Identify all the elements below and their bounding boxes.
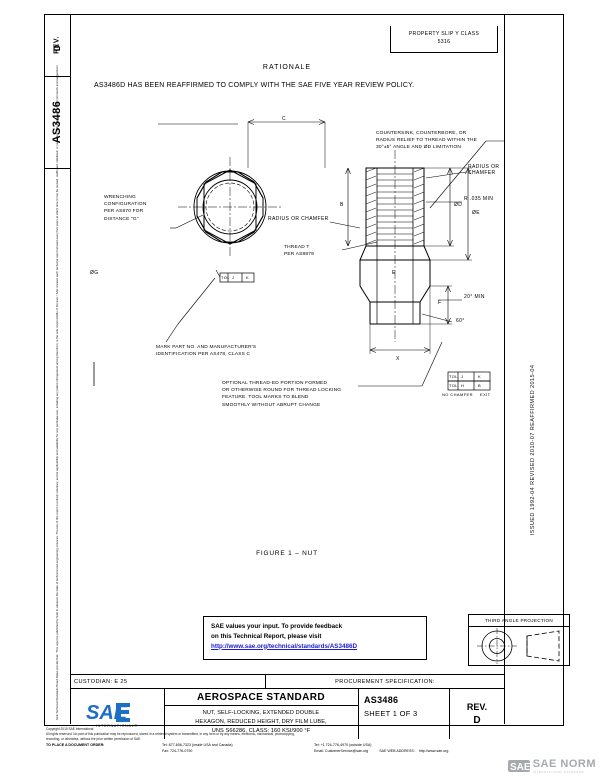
dim-dia-e: ØE bbox=[472, 210, 481, 216]
custodian-cell: CUSTODIAN: E 25 bbox=[70, 675, 266, 688]
watermark: SAE SAE NORM INTERNATIONAL STANDARD bbox=[507, 758, 596, 774]
rev-value: D bbox=[52, 44, 62, 52]
note-countersink: COUNTERSINK, COUNTERBORE, OR RADIUS RELI… bbox=[376, 131, 478, 151]
title-block-row-2: SAE INTERNATIONAL® AEROSPACE STANDARD NU… bbox=[70, 689, 504, 739]
tol-bot-h: H bbox=[461, 382, 465, 388]
sheet-number: SHEET 1 OF 3 bbox=[364, 709, 418, 718]
web-address: http://www.sae.org bbox=[418, 749, 449, 754]
title-line-2: HEXAGON, REDUCED HEIGHT, DRY FILM LUBE, bbox=[195, 718, 327, 725]
rev-value-box: D bbox=[44, 36, 70, 60]
title-cell: AEROSPACE STANDARD NUT, SELF-LOCKING, EX… bbox=[164, 689, 359, 739]
note-r-min: R .035 MIN bbox=[464, 196, 494, 202]
tol-top-label: TOL bbox=[449, 373, 458, 379]
revision-history-text: ISSUED 1992-04 REVISED 2010-07 REAFFIRME… bbox=[530, 364, 536, 536]
document-number: AS3486 bbox=[364, 695, 399, 705]
tol-top-j: J bbox=[461, 373, 464, 379]
order-info: TO PLACE A DOCUMENT ORDER: Tel: 877-606-… bbox=[46, 743, 516, 757]
third-angle-projection-symbol bbox=[477, 628, 560, 664]
rights-line-2: recording, or otherwise, without the pri… bbox=[46, 736, 142, 741]
angle-20-min: 20° MIN bbox=[464, 294, 485, 300]
sae-logo-icon: SAE bbox=[86, 702, 130, 723]
note-radius-chamfer-1: RADIUS OR CHAMFER bbox=[468, 164, 500, 176]
right-rail-divider bbox=[504, 14, 505, 724]
tol-top-k: K bbox=[478, 373, 482, 379]
document-title: NUT, SELF-LOCKING, EXTENDED DOUBLE HEXAG… bbox=[164, 706, 358, 736]
dim-dia-g: ØG bbox=[90, 270, 99, 276]
legal-notice-box: SAE Technical Standards Board Rules prov… bbox=[44, 64, 70, 724]
tol-note-exit: EXIT bbox=[480, 392, 491, 397]
sae-logo-subtitle: INTERNATIONAL® bbox=[96, 723, 138, 728]
angle-60: 60° bbox=[456, 318, 465, 324]
revision-cell: REV. D bbox=[450, 689, 504, 739]
email-text: Email: CustomerService@sae.org bbox=[314, 749, 369, 754]
title-line-3: UNS S66286, CLASS: 160 KSI/900 °F bbox=[211, 727, 311, 734]
revision-label: REV. bbox=[466, 702, 488, 712]
feedback-box: SAE values your input. To provide feedba… bbox=[203, 616, 427, 660]
property-class-box: PROPERTY SLIP Y CLASS 5316 bbox=[390, 26, 498, 53]
dim-c: C bbox=[282, 116, 287, 122]
note-radius-chamfer-2: RADIUS OR CHAMFER bbox=[268, 216, 329, 222]
rights-line-1: All rights reserved. No part of this pub… bbox=[46, 731, 295, 736]
procurement-label: PROCUREMENT SPECIFICATION: bbox=[335, 678, 435, 685]
feedback-url-link[interactable]: http://www.sae.org/technical/standards/A… bbox=[211, 642, 358, 650]
note-locking: OPTIONAL THREAD-ED PORTION FORMED OR OTH… bbox=[222, 381, 342, 408]
order-phone-block: Tel: 877-606-7323 (inside USA and Canada… bbox=[162, 743, 233, 755]
tol-left-label: TOL bbox=[221, 274, 230, 280]
figure-1-nut: WRENCHING CONFIGURATION PER AS870 FOR DI… bbox=[70, 110, 504, 557]
standard-type: AEROSPACE STANDARD bbox=[164, 689, 358, 706]
custodian-label: CUSTODIAN: E 25 bbox=[74, 678, 128, 685]
legal-notice-text: SAE Technical Standards Board Rules prov… bbox=[54, 64, 59, 721]
watermark-subtitle: INTERNATIONAL STANDARD bbox=[532, 770, 584, 774]
tel-usa: Tel: 877-606-7323 (inside USA and Canada… bbox=[162, 743, 233, 748]
tol-note-no-chamfer: NO CHAMFER bbox=[442, 392, 473, 397]
document-number-cell: AS3486 SHEET 1 OF 3 bbox=[358, 689, 450, 739]
figure-caption: FIGURE 1 – NUT bbox=[256, 550, 318, 557]
title-line-1: NUT, SELF-LOCKING, EXTENDED DOUBLE bbox=[202, 710, 320, 716]
page-footer: Copyright 2015 SAE International All rig… bbox=[46, 727, 516, 757]
watermark-title: SAE NORM bbox=[532, 758, 596, 770]
order-label: TO PLACE A DOCUMENT ORDER: bbox=[46, 743, 105, 748]
dim-b: B bbox=[340, 202, 344, 208]
tol-bot-label: TOL bbox=[449, 382, 458, 388]
procurement-cell: PROCUREMENT SPECIFICATION: bbox=[266, 675, 504, 688]
note-wrenching: WRENCHING CONFIGURATION PER AS870 FOR DI… bbox=[104, 195, 147, 222]
watermark-logo-icon: SAE bbox=[507, 760, 530, 773]
revision-history-code: ISSUED 1992-04 REVISED 2010-07 REAFFIRME… bbox=[506, 300, 560, 600]
third-angle-projection-box: THIRD ANGLE PROJECTION bbox=[468, 614, 570, 666]
property-class-text: PROPERTY SLIP Y CLASS 5316 bbox=[408, 31, 480, 45]
sheet-border bbox=[44, 14, 564, 726]
rev-box: REV. bbox=[44, 14, 70, 77]
feedback-line-1: SAE values your input. To provide feedba… bbox=[211, 623, 343, 630]
third-angle-projection-label: THIRD ANGLE PROJECTION bbox=[469, 615, 569, 627]
dim-e: E bbox=[392, 270, 396, 276]
svg-text:SAE: SAE bbox=[510, 762, 530, 773]
feedback-line-2: on this Technical Report, please visit bbox=[211, 632, 322, 640]
dim-dia-d: ØD bbox=[454, 202, 463, 208]
left-rail-column: REV. AS3486 SAE Technical Standards Boar… bbox=[44, 14, 71, 724]
doc-number-box: AS3486 bbox=[44, 76, 70, 169]
sae-logo-cell: SAE INTERNATIONAL® bbox=[70, 689, 165, 739]
tol-bot-b: B bbox=[478, 382, 482, 388]
sae-logo: SAE INTERNATIONAL® bbox=[86, 701, 148, 728]
note-thread: THREAD T PER AS8879 bbox=[284, 245, 315, 258]
sheet-body: PROPERTY SLIP Y CLASS 5316 RATIONALE AS3… bbox=[70, 14, 570, 739]
title-block: CUSTODIAN: E 25 PROCUREMENT SPECIFICATIO… bbox=[70, 674, 504, 739]
note-marking: MARK PART NO. AND MANUFACTURER'S IDENTIF… bbox=[156, 345, 257, 358]
copyright-line: Copyright 2015 SAE International bbox=[46, 727, 94, 731]
tol-left-j: J bbox=[232, 274, 235, 280]
dim-f: F bbox=[438, 300, 442, 306]
figure-drawing bbox=[93, 119, 504, 391]
rationale-heading: RATIONALE bbox=[262, 64, 312, 71]
tol-left-k: K bbox=[246, 274, 250, 280]
fax-number: Fax: 724-776-0790 bbox=[162, 749, 193, 754]
title-block-row-1: CUSTODIAN: E 25 PROCUREMENT SPECIFICATIO… bbox=[70, 675, 504, 689]
tel-international: Tel: +1 724-776-4970 (outside USA) bbox=[314, 743, 372, 748]
email-address: Email: CustomerService@sae.org SAE WEB A… bbox=[314, 749, 448, 755]
revision-value: D bbox=[473, 715, 481, 726]
rationale-text: AS3486D HAS BEEN REAFFIRMED TO COMPLY WI… bbox=[94, 82, 415, 89]
web-label: SAE WEB ADDRESS: bbox=[379, 749, 415, 754]
order-contact-block: Tel: +1 724-776-4970 (outside USA) Email… bbox=[314, 743, 448, 755]
dim-x: X bbox=[396, 356, 400, 362]
